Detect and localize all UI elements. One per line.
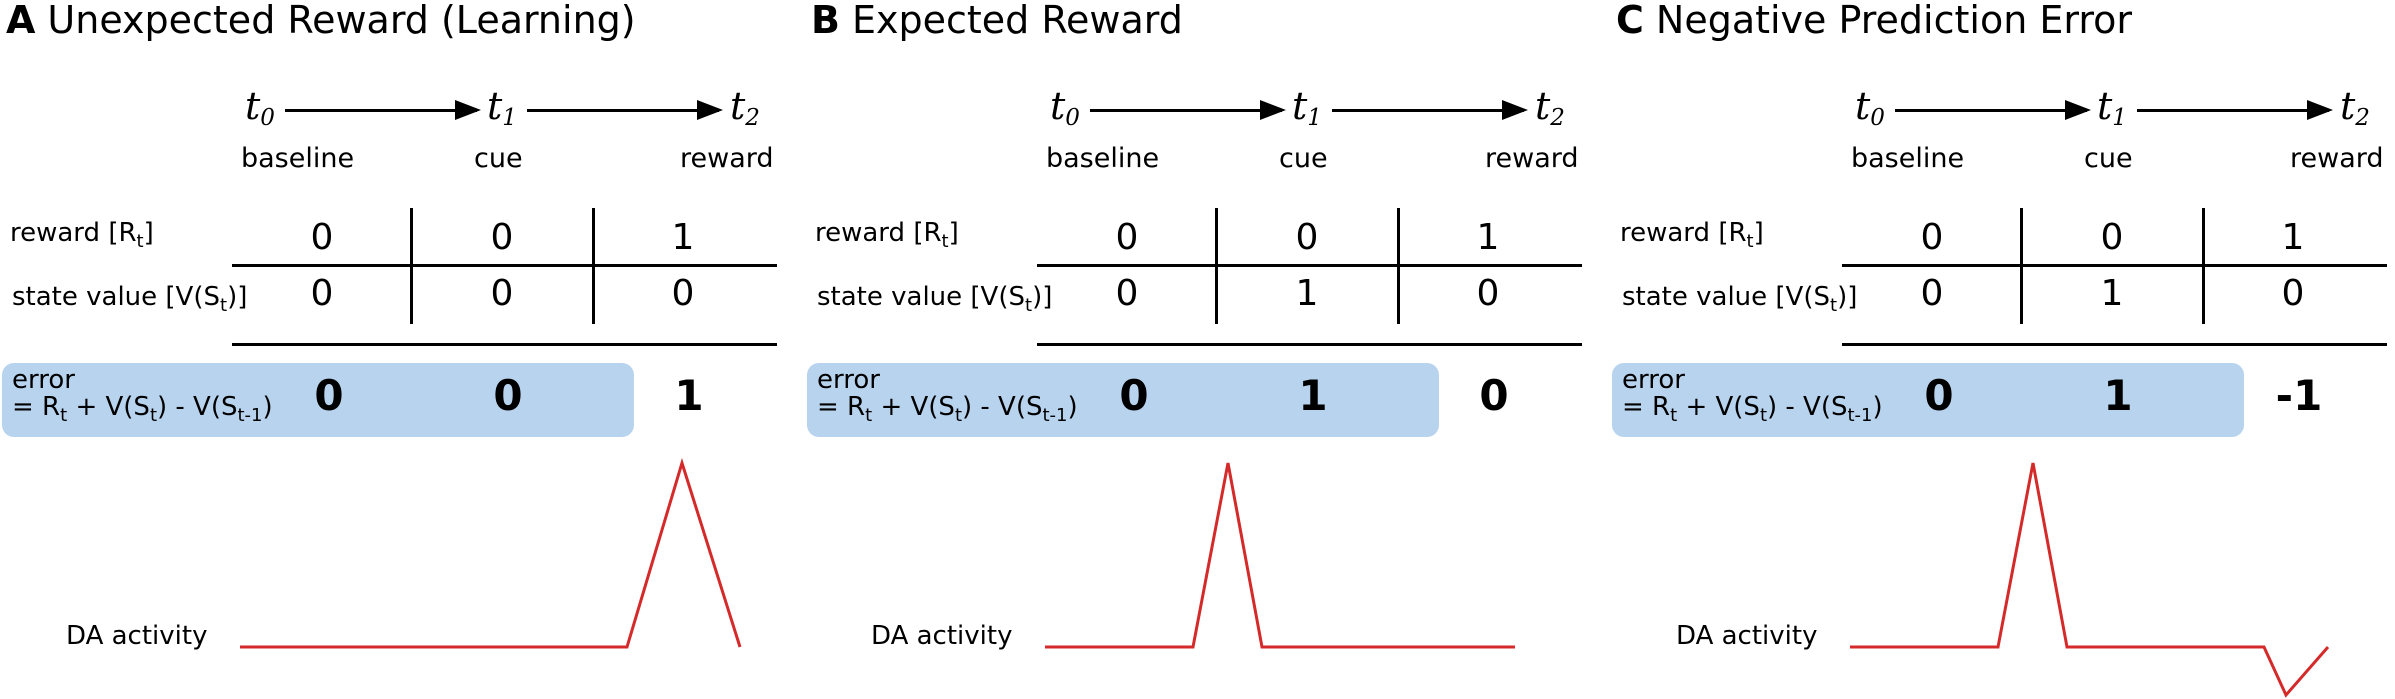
timepoint-t2: t2 — [730, 84, 760, 131]
da-trace — [1045, 462, 1515, 649]
reward-cell: 0 — [1920, 217, 1944, 258]
table-rule — [232, 343, 777, 346]
error-value: 0 — [1119, 371, 1149, 420]
da-activity-label: DA activity — [1676, 621, 1818, 651]
stage-label-cue: cue — [2084, 143, 2133, 174]
stage-label-cue: cue — [1279, 143, 1328, 174]
error-formula: error= Rt + V(St) - V(St-1) — [1622, 365, 1883, 427]
reward-cell: 0 — [490, 217, 514, 258]
timepoint-t0: t0 — [1855, 84, 1885, 131]
state-value-cell: 0 — [490, 273, 514, 314]
timeline-arrow — [1895, 100, 2091, 120]
timepoint-t1: t1 — [487, 84, 517, 131]
panel-title-text: Unexpected Reward (Learning) — [47, 0, 636, 42]
panel-title: B Expected Reward — [811, 0, 1183, 42]
panel-letter: B — [811, 0, 840, 42]
reward-cell: 0 — [1115, 217, 1139, 258]
state-value-row-label: state value [V(St)] — [817, 282, 1053, 317]
column-divider — [410, 208, 413, 324]
table-rule — [1842, 343, 2387, 346]
stage-label-cue: cue — [474, 143, 523, 174]
reward-cell: 0 — [1295, 217, 1319, 258]
reward-row-label: reward [Rt] — [10, 218, 154, 253]
stage-label-baseline: baseline — [241, 143, 355, 174]
table-rule — [1037, 343, 1582, 346]
timepoint-t2: t2 — [1535, 84, 1565, 131]
state-value-cell: 0 — [1476, 273, 1500, 314]
reward-cell: 0 — [310, 217, 334, 258]
reward-cell: 1 — [2281, 217, 2305, 258]
timeline-arrow — [1090, 100, 1286, 120]
error-value: 1 — [674, 371, 704, 420]
error-value: 0 — [493, 371, 523, 420]
panel-expected-reward: B Expected Reward t0 t1 t2 baseline cue r… — [805, 0, 1605, 699]
timeline-arrow — [285, 100, 481, 120]
timepoint-t1: t1 — [1292, 84, 1322, 131]
panel-title-text: Expected Reward — [851, 0, 1183, 42]
da-trace-svg — [1850, 462, 2330, 698]
error-value: 0 — [1924, 371, 1954, 420]
timeline-arrow — [527, 100, 723, 120]
panel-title: A Unexpected Reward (Learning) — [6, 0, 636, 42]
state-value-row-label: state value [V(St)] — [1622, 282, 1858, 317]
stage-label-reward: reward — [2290, 143, 2384, 174]
state-value-cell: 1 — [1295, 273, 1319, 314]
reward-row-label: reward [Rt] — [1620, 218, 1764, 253]
panel-negative-prediction-error: C Negative Prediction Error t0 t1 t2 base… — [1610, 0, 2395, 699]
error-value: 1 — [2103, 371, 2133, 420]
timepoint-t2: t2 — [2340, 84, 2370, 131]
column-divider — [2202, 208, 2205, 324]
da-activity-label: DA activity — [66, 621, 208, 651]
panel-title-text: Negative Prediction Error — [1655, 0, 2132, 42]
column-divider — [592, 208, 595, 324]
stage-label-reward: reward — [1485, 143, 1579, 174]
panel-letter: C — [1616, 0, 1644, 42]
da-trace — [1850, 462, 2330, 698]
table-divider — [1842, 264, 2387, 267]
state-value-cell: 1 — [2100, 273, 2124, 314]
da-trace-svg — [240, 457, 742, 649]
error-band: error= Rt + V(St) - V(St-1) 0 1 0 — [807, 363, 1509, 437]
timepoint-t1: t1 — [2097, 84, 2127, 131]
error-value: 0 — [1479, 371, 1509, 420]
state-value-cell: 0 — [2281, 273, 2305, 314]
stage-label-baseline: baseline — [1046, 143, 1160, 174]
da-trace — [240, 457, 742, 649]
error-band: error= Rt + V(St) - V(St-1) 0 1 -1 — [1612, 363, 2322, 437]
state-value-row-label: state value [V(St)] — [12, 282, 248, 317]
state-value-cell: 0 — [1115, 273, 1139, 314]
timepoint-t0: t0 — [1050, 84, 1080, 131]
da-activity-label: DA activity — [871, 621, 1013, 651]
reward-cell: 0 — [2100, 217, 2124, 258]
reward-row-label: reward [Rt] — [815, 218, 959, 253]
table-divider — [232, 264, 777, 267]
error-value: 1 — [1298, 371, 1328, 420]
timeline-arrow — [2137, 100, 2333, 120]
state-value-cell: 0 — [671, 273, 695, 314]
panel-letter: A — [6, 0, 36, 42]
reward-cell: 1 — [671, 217, 695, 258]
panel-title: C Negative Prediction Error — [1616, 0, 2132, 42]
state-value-cell: 0 — [1920, 273, 1944, 314]
table-divider — [1037, 264, 1582, 267]
timeline-arrow — [1332, 100, 1528, 120]
error-value: -1 — [2275, 371, 2323, 420]
error-band: error= Rt + V(St) - V(St-1) 0 0 1 — [2, 363, 704, 437]
panel-unexpected-reward: A Unexpected Reward (Learning) t0 t1 t2 b… — [0, 0, 800, 699]
column-divider — [1215, 208, 1218, 324]
error-formula: error= Rt + V(St) - V(St-1) — [12, 365, 273, 427]
reward-cell: 1 — [1476, 217, 1500, 258]
stage-label-baseline: baseline — [1851, 143, 1965, 174]
error-value: 0 — [314, 371, 344, 420]
column-divider — [1397, 208, 1400, 324]
error-formula: error= Rt + V(St) - V(St-1) — [817, 365, 1078, 427]
da-trace-svg — [1045, 462, 1515, 649]
stage-label-reward: reward — [680, 143, 774, 174]
column-divider — [2020, 208, 2023, 324]
state-value-cell: 0 — [310, 273, 334, 314]
timepoint-t0: t0 — [245, 84, 275, 131]
